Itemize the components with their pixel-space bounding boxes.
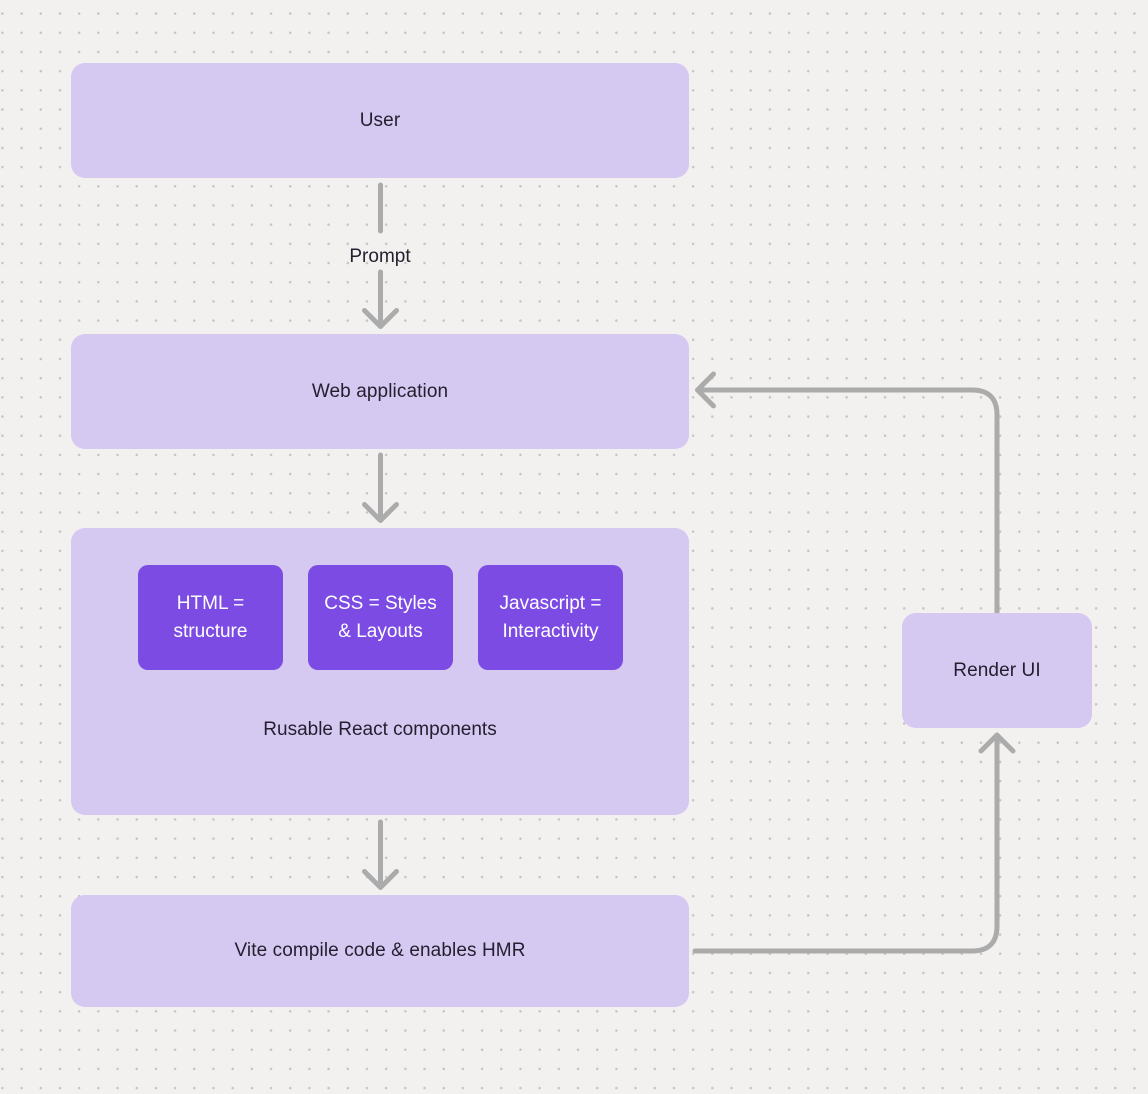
- node-css: CSS = Styles & Layouts: [308, 565, 453, 670]
- components-group-label: Rusable React components: [71, 714, 689, 746]
- node-user: User: [71, 63, 689, 178]
- arrow-prompt-to-web: [362, 269, 399, 329]
- edge-label-prompt: Prompt: [71, 242, 689, 272]
- node-web-application: Web application: [71, 334, 689, 449]
- components-group-label-text: Rusable React components: [263, 719, 497, 740]
- arrow-render-ui-to-web: [695, 371, 1000, 616]
- node-html: HTML = structure: [138, 565, 283, 670]
- arrow-components-to-vite: [362, 819, 399, 890]
- node-user-label: User: [359, 109, 401, 131]
- node-javascript: Javascript = Interactivity: [478, 565, 623, 670]
- node-css-label: CSS = Styles & Layouts: [324, 592, 437, 642]
- node-render-ui-label: Render UI: [953, 659, 1041, 681]
- arrow-web-to-components: [362, 452, 399, 523]
- node-vite: Vite compile code & enables HMR: [71, 895, 689, 1007]
- node-javascript-label: Javascript = Interactivity: [499, 592, 602, 642]
- node-render-ui: Render UI: [902, 613, 1092, 728]
- node-html-label: HTML = structure: [173, 592, 248, 642]
- node-web-application-label: Web application: [311, 380, 449, 402]
- components-group: HTML = structure CSS = Styles & Layouts …: [71, 528, 689, 815]
- edge-label-prompt-text: Prompt: [349, 246, 411, 267]
- arrow-vite-to-render-ui: [692, 732, 1016, 954]
- node-vite-label: Vite compile code & enables HMR: [234, 940, 526, 961]
